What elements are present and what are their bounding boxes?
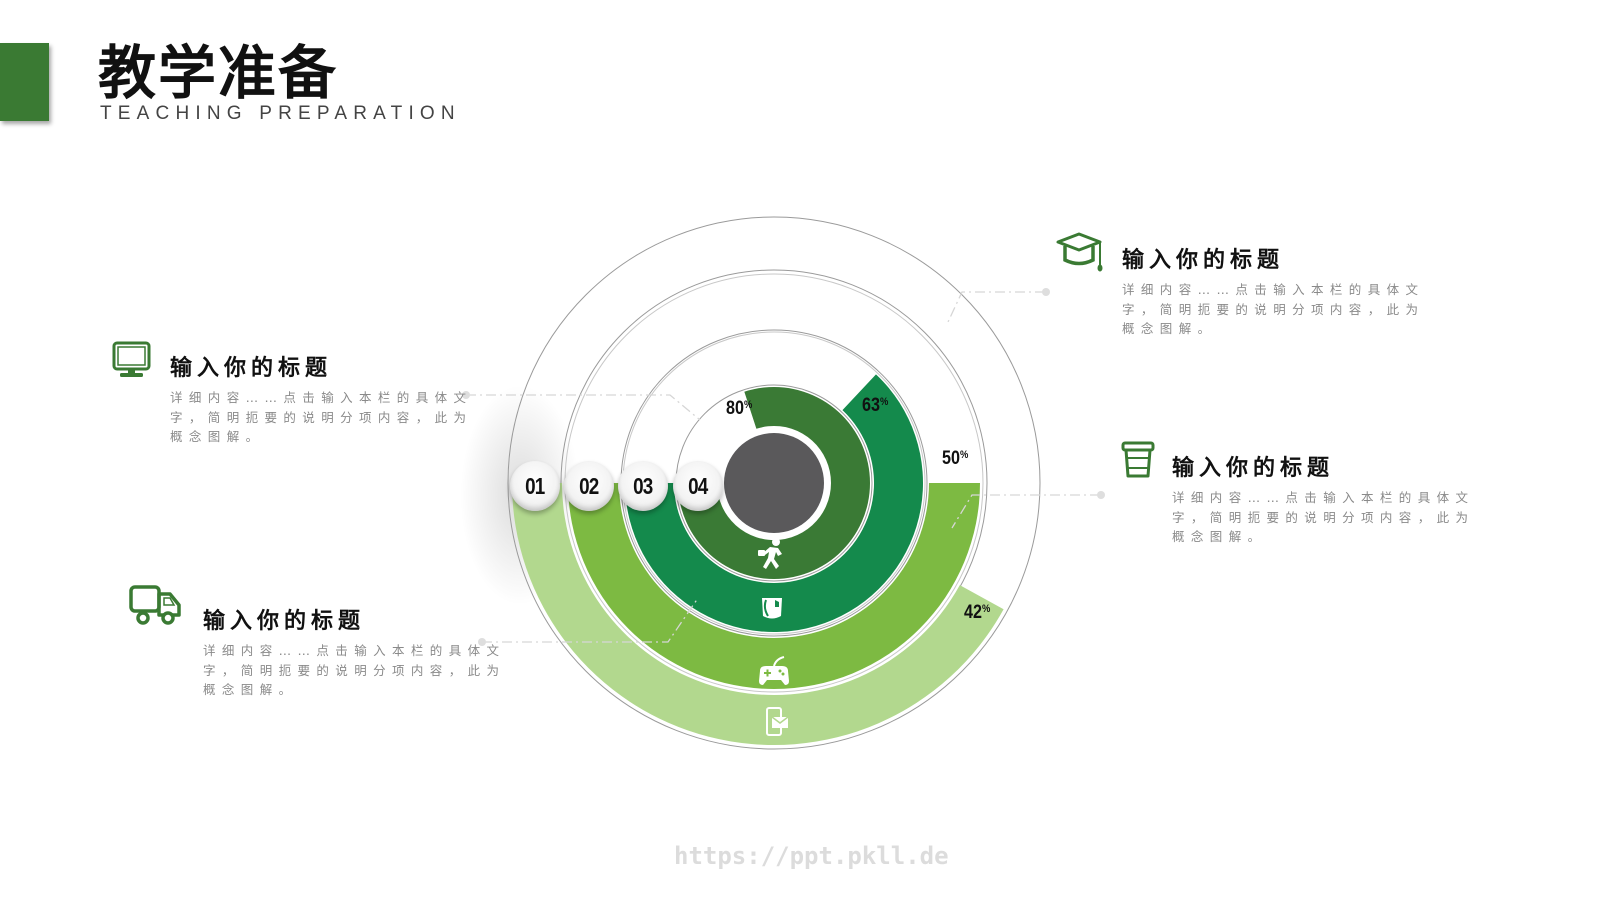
pct-label-01: 42% — [964, 602, 991, 623]
coffee-cup-icon — [1121, 441, 1155, 478]
truck-icon — [129, 585, 181, 625]
tea-cup-icon — [762, 598, 782, 619]
gamepad-icon — [759, 656, 789, 685]
arc-02 — [568, 483, 980, 689]
center-disc — [724, 433, 824, 533]
block-title: 输入你的标题 — [170, 356, 333, 381]
connector-dots — [462, 288, 1105, 646]
block-text: 详细内容……点击输入本栏的具体文字，简明扼要的说明分项内容，此为概念图解。 — [203, 643, 506, 697]
pct-label-02: 50% — [942, 448, 969, 469]
pct-label-04: 80% — [726, 398, 753, 419]
info-block-top-left: 输入你的标题 详细内容……点击输入本栏的具体文字，简明扼要的说明分项内容，此为概… — [170, 350, 490, 447]
info-block-mid-right: 输入你的标题 详细内容……点击输入本栏的具体文字，简明扼要的说明分项内容，此为概… — [1172, 450, 1492, 547]
watermark: https://ppt.pkll.de — [674, 842, 949, 870]
badge-03[interactable]: 03 — [618, 461, 668, 511]
badge-04[interactable]: 04 — [673, 461, 723, 511]
info-block-top-right: 输入你的标题 详细内容……点击输入本栏的具体文字，简明扼要的说明分项内容，此为概… — [1122, 242, 1442, 339]
block-text: 详细内容……点击输入本栏的具体文字，简明扼要的说明分项内容，此为概念图解。 — [170, 390, 473, 444]
phone-mail-icon — [766, 707, 789, 736]
info-block-bottom-left: 输入你的标题 详细内容……点击输入本栏的具体文字，简明扼要的说明分项内容，此为概… — [203, 603, 523, 700]
block-title: 输入你的标题 — [203, 609, 366, 634]
block-title: 输入你的标题 — [1172, 456, 1335, 481]
block-title: 输入你的标题 — [1122, 248, 1285, 273]
arc-04 — [678, 387, 871, 579]
running-man-icon — [758, 538, 782, 569]
badge-02[interactable]: 02 — [564, 461, 614, 511]
connector-lines — [466, 291, 1100, 643]
page-subtitle: TEACHING PREPARATION — [100, 103, 461, 124]
graduation-cap-icon — [1056, 232, 1103, 272]
block-text: 详细内容……点击输入本栏的具体文字，简明扼要的说明分项内容，此为概念图解。 — [1122, 282, 1425, 336]
monitor-icon — [112, 341, 151, 377]
page-title: 教学准备 — [98, 39, 339, 107]
header-accent-block — [0, 43, 49, 121]
arc-01 — [512, 483, 1004, 745]
arc-03 — [625, 374, 923, 632]
block-text: 详细内容……点击输入本栏的具体文字，简明扼要的说明分项内容，此为概念图解。 — [1172, 490, 1475, 544]
chart-arcs — [512, 374, 1004, 745]
pct-label-03: 63% — [862, 395, 889, 416]
badge-01[interactable]: 01 — [510, 461, 560, 511]
